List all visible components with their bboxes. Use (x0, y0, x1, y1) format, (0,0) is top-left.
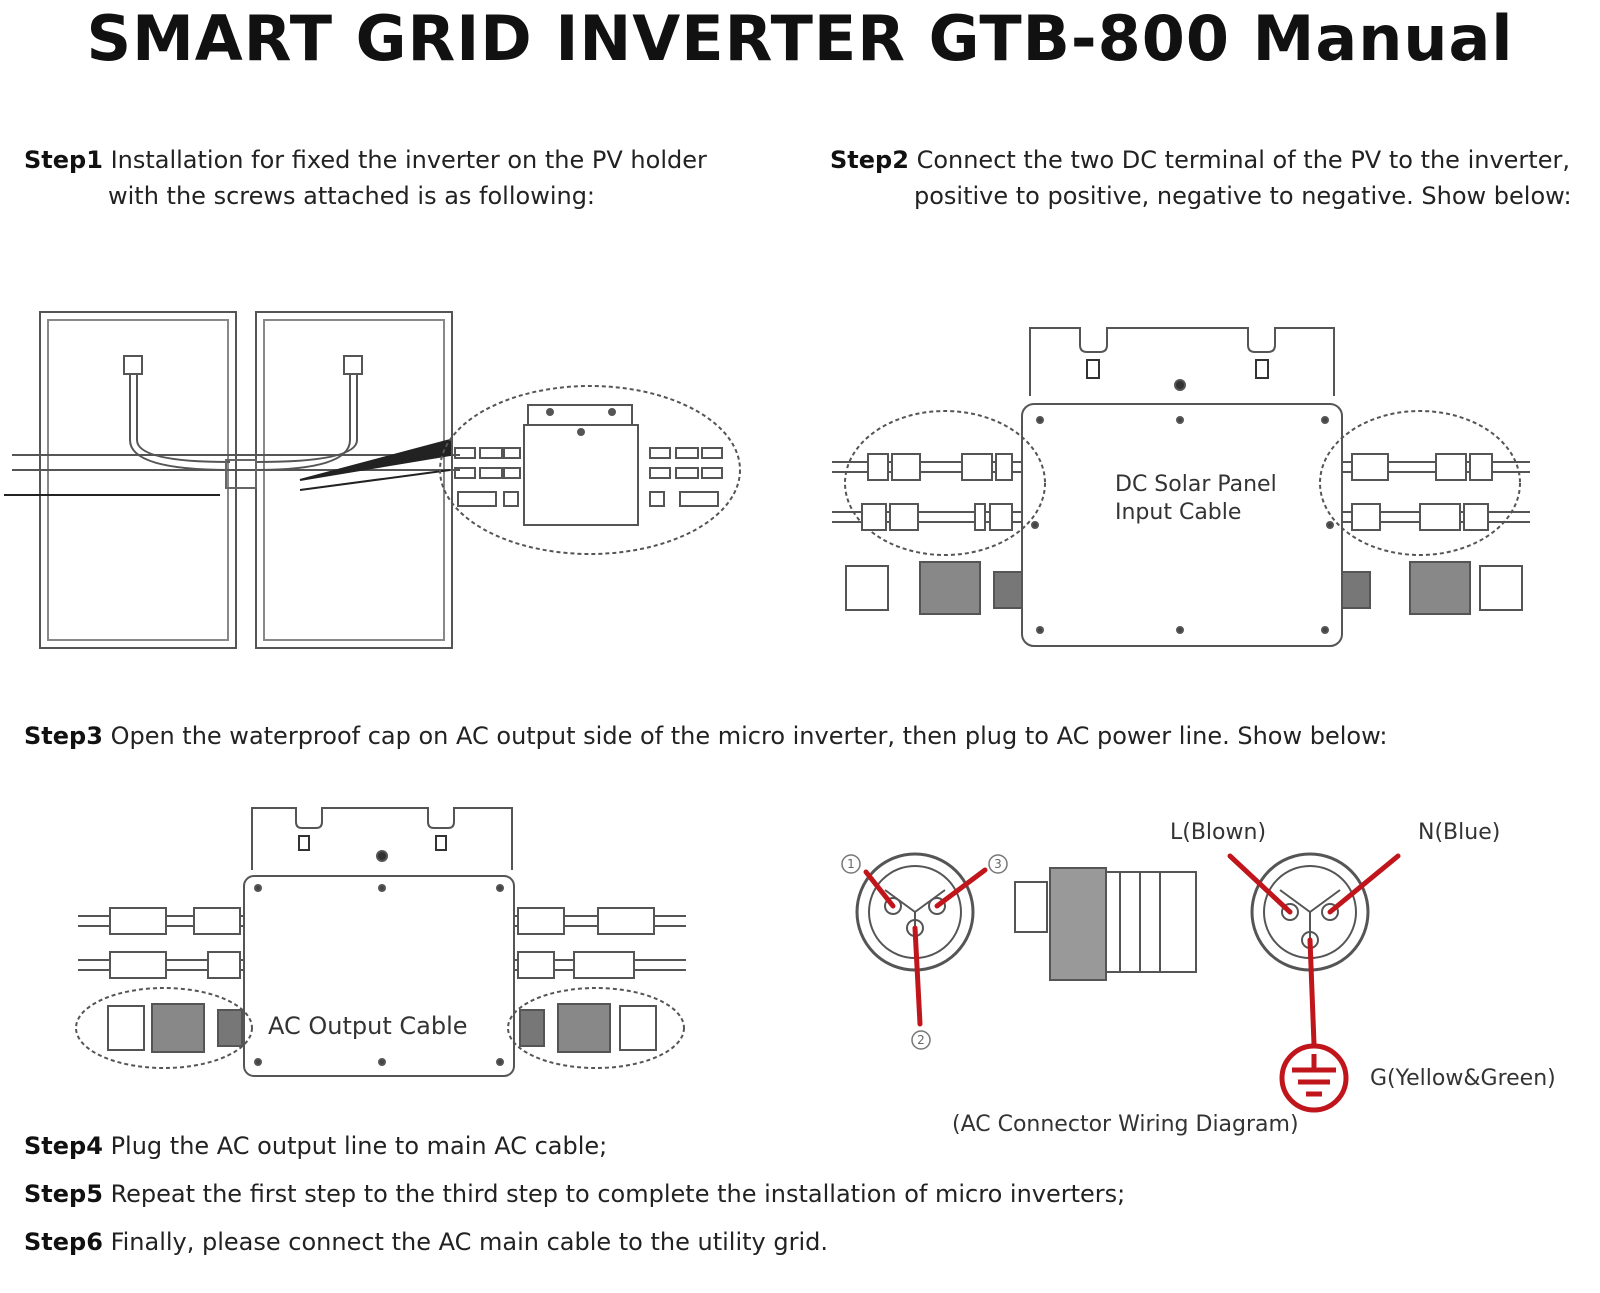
pin1-number: 1 (847, 857, 855, 871)
pin2-marker (911, 1030, 931, 1050)
dc-callout-left (832, 410, 1046, 556)
pv-holder-rail (4, 454, 460, 496)
step5-line: Repeat the first step to the third step … (110, 1180, 1126, 1208)
step3-text: Step3 Open the waterproof cap on AC outp… (24, 718, 1584, 754)
step6-line: Finally, please connect the AC main cabl… (110, 1228, 829, 1256)
step1-line1: Installation for fixed the inverter on t… (110, 146, 707, 174)
ac-output-callout-left (75, 987, 253, 1069)
pin2-pointer (912, 925, 923, 1027)
zoom-callout-step1 (439, 385, 741, 555)
step3-line: Open the waterproof cap on AC output sid… (110, 722, 1388, 750)
zoom-lines (299, 438, 451, 491)
pin1-marker (841, 854, 861, 874)
pv-panel-right (255, 311, 453, 649)
step1-tag: Step1 (24, 146, 103, 174)
ac-output-callout-right (507, 987, 685, 1069)
dc-callout-right (1319, 410, 1530, 556)
pin3-marker (988, 854, 1008, 874)
pin3-number: 3 (994, 857, 1002, 871)
step5-text: Step5 Repeat the first step to the third… (24, 1176, 1584, 1212)
ac-plug-side-view (1014, 867, 1197, 981)
pin3-pointer (934, 867, 988, 909)
neutral-label: N(Blue) (1418, 820, 1501, 845)
pin1-pointer (863, 869, 896, 909)
inverter-step2 (1021, 327, 1343, 647)
panel-junction-cables (123, 355, 363, 489)
ac-output-label: AC Output Cable (268, 1012, 468, 1040)
step2-tag: Step2 (830, 146, 909, 174)
pin2-number: 2 (917, 1033, 925, 1047)
neutral-pointer (1327, 853, 1401, 915)
inverter-step3 (78, 807, 686, 1077)
ground-pointer (1307, 937, 1317, 1047)
wiring-diagram-caption: (AC Connector Wiring Diagram) (952, 1112, 1299, 1137)
step2-line2: positive to positive, negative to negati… (914, 182, 1572, 210)
step1-line2: with the screws attached is as following… (108, 182, 596, 210)
step4-tag: Step4 (24, 1132, 103, 1160)
step2-line1: Connect the two DC terminal of the PV to… (916, 146, 1570, 174)
pv-panel-left (39, 311, 237, 649)
ground-label: G(Yellow&Green) (1370, 1066, 1556, 1091)
step4-text: Step4 Plug the AC output line to main AC… (24, 1128, 1584, 1164)
live-label: L(Blown) (1170, 820, 1267, 845)
page-title: SMART GRID INVERTER GTB-800 Manual (86, 2, 1514, 75)
ground-symbol (1279, 1043, 1349, 1113)
step1-text: Step1 Installation for fixed the inverte… (24, 142, 804, 214)
ac-connectors-step2 (845, 561, 1523, 615)
live-pointer (1227, 853, 1293, 915)
step6-tag: Step6 (24, 1228, 103, 1256)
step5-tag: Step5 (24, 1180, 103, 1208)
dc-input-label-line1: DC Solar Panel (1115, 472, 1277, 497)
step4-line: Plug the AC output line to main AC cable… (110, 1132, 608, 1160)
dc-input-label-line2: Input Cable (1115, 500, 1242, 525)
step3-tag: Step3 (24, 722, 103, 750)
step2-text: Step2 Connect the two DC terminal of the… (830, 142, 1590, 214)
step6-text: Step6 Finally, please connect the AC mai… (24, 1224, 1584, 1260)
